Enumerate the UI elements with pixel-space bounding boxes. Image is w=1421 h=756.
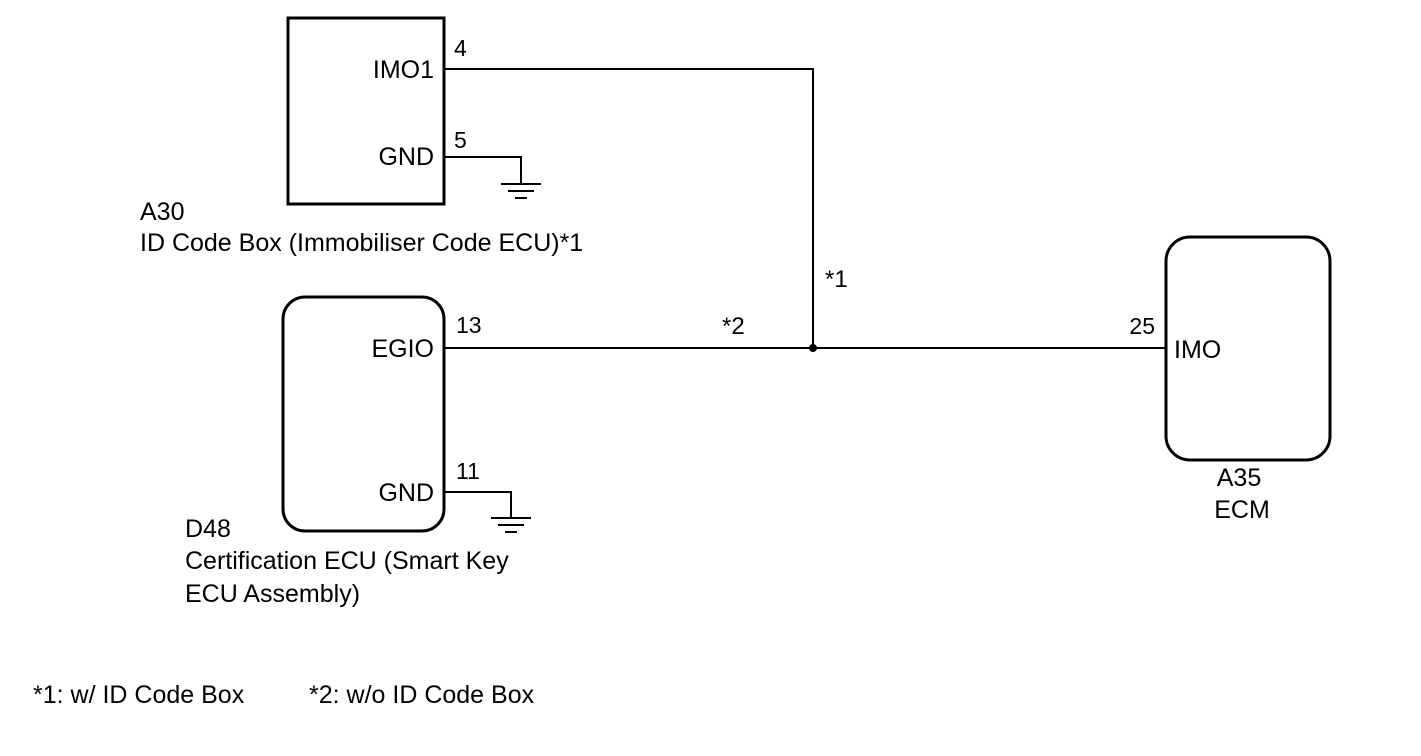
a35-imo-pin-number: 25	[1129, 313, 1155, 339]
d48-ground-icon	[491, 517, 531, 533]
a30-imo1-terminal-label: IMO1	[373, 56, 434, 84]
footnote-1: *1: w/ ID Code Box	[33, 681, 245, 709]
imo1-wire	[444, 68, 814, 348]
d48-component-name-line1: Certification ECU (Smart Key	[185, 547, 509, 575]
a30-gnd-pin-number: 5	[454, 127, 467, 153]
d48-component-box	[281, 295, 446, 533]
footnote-2: *2: w/o ID Code Box	[309, 681, 535, 709]
wire-note-wo-id-code-box: *2	[722, 313, 745, 340]
a35-component-box	[1164, 235, 1332, 462]
a35-imo-terminal-label: IMO	[1174, 336, 1221, 364]
d48-component-code: D48	[185, 515, 231, 543]
d48-egio-terminal-label: EGIO	[371, 335, 434, 363]
a30-component-box	[286, 16, 446, 206]
wire-junction-dot	[809, 344, 817, 352]
d48-gnd-pin-number: 11	[456, 458, 480, 484]
a35-component-code: A35	[1217, 464, 1261, 492]
d48-component-name-line2: ECU Assembly)	[185, 580, 360, 608]
d48-ground-wire	[444, 491, 512, 518]
a30-ground-wire	[444, 156, 522, 184]
a30-gnd-terminal-label: GND	[378, 143, 434, 171]
d48-gnd-terminal-label: GND	[378, 479, 434, 507]
a30-component-name: ID Code Box (Immobiliser Code ECU)*1	[140, 229, 583, 257]
a30-component-code: A30	[140, 198, 184, 226]
a35-component-name: ECM	[1214, 496, 1270, 524]
a30-ground-icon	[501, 183, 541, 199]
wire-note-w-id-code-box: *1	[825, 266, 848, 293]
a30-imo1-pin-number: 4	[454, 35, 467, 61]
d48-egio-pin-number: 13	[456, 312, 482, 338]
